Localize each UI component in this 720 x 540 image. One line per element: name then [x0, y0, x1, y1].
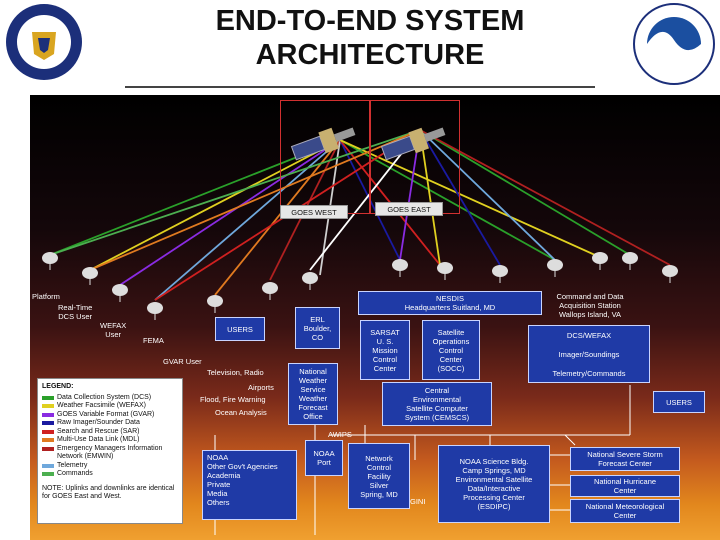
- flood-warning-label: Flood, Fire Warning: [200, 395, 266, 404]
- wallops-label: Command and Data Acquisition Station Wal…: [556, 292, 624, 319]
- users-right-box: USERS: [653, 391, 705, 413]
- imager-soundings-label: Imager/Soundings: [558, 349, 620, 359]
- antenna-icon: [42, 252, 58, 270]
- wallops-box: DCS/WEFAX Imager/Soundings Telemetry/Com…: [528, 325, 650, 383]
- legend-note: NOTE: Uplinks and downlinks are identica…: [42, 484, 175, 501]
- legend-item-mdl: Multi-Use Data Link (MDL): [42, 436, 178, 445]
- antenna-icon: [662, 265, 678, 283]
- legend-item-gvar: GOES Variable Format (GVAR): [42, 411, 178, 420]
- airports-label: Airports: [248, 383, 274, 392]
- gvar-user-label: GVAR User: [163, 357, 202, 366]
- platform-label: Platform: [32, 292, 60, 301]
- antenna-icon: [262, 282, 278, 300]
- erl-box: ERL Boulder, CO: [295, 307, 340, 349]
- legend-item-sar: Search and Rescue (SAR): [42, 428, 178, 437]
- wefax-user-label: WEFAX User: [100, 321, 127, 339]
- architecture-diagram: GOES WEST GOES EAST Platform Real-Time D…: [30, 95, 720, 540]
- nesdis-box: NESDIS Headquarters Suitland, MD: [358, 291, 542, 315]
- realtime-dcs-user-label: Real-Time DCS User: [58, 303, 93, 321]
- legend-item-emwin: Emergency Managers Information Network (…: [42, 445, 178, 462]
- noaa-port-box: NOAA Port: [305, 440, 343, 476]
- page-title: END-TO-END SYSTEM ARCHITECTURE: [140, 4, 600, 72]
- commerce-seal-icon: [6, 4, 82, 80]
- legend-item-dcs: Data Collection System (DCS): [42, 394, 178, 403]
- sarsat-box: SARSAT U. S. Mission Control Center: [360, 320, 410, 380]
- header: END-TO-END SYSTEM ARCHITECTURE: [0, 0, 720, 92]
- antenna-icon: [592, 252, 608, 270]
- nssfc-box: National Severe Storm Forecast Center: [570, 447, 680, 471]
- tv-radio-label: Television, Radio: [207, 368, 264, 377]
- legend-item-commands: Commands: [42, 470, 178, 479]
- soc-box: Satellite Operations Control Center (SOC…: [422, 320, 480, 380]
- users-top-box: USERS: [215, 317, 265, 341]
- antenna-icon: [82, 267, 98, 285]
- legend-title: LEGEND:: [42, 383, 74, 390]
- noaa-logo-icon: [633, 3, 715, 85]
- antenna-icon: [437, 262, 453, 280]
- science-bldg-box: NOAA Science Bldg. Camp Springs, MD Envi…: [438, 445, 550, 523]
- awips-label: AWIPS: [328, 430, 352, 439]
- antenna-icon: [207, 295, 223, 313]
- antenna-icon: [492, 265, 508, 283]
- legend: LEGEND: Data Collection System (DCS) Wea…: [37, 378, 183, 524]
- fema-label: FEMA: [143, 336, 164, 345]
- title-line-2: ARCHITECTURE: [255, 39, 485, 71]
- ocean-analysis-label: Ocean Analysis: [215, 408, 267, 417]
- telemetry-commands-label: Telemetry/Commands: [552, 368, 626, 378]
- cemscs-box: Central Environmental Satellite Computer…: [382, 382, 492, 426]
- noaa-agencies-box: NOAA Other Gov't Agencies Academia Priva…: [202, 450, 297, 520]
- title-line-1: END-TO-END SYSTEM: [215, 5, 525, 37]
- legend-item-raw: Raw Imager/Sounder Data: [42, 419, 178, 428]
- antenna-icon: [112, 284, 128, 302]
- legend-item-telemetry: Telemetry: [42, 462, 178, 471]
- goes-east-satellite-icon: [380, 127, 446, 161]
- antenna-icon: [392, 259, 408, 277]
- antenna-icon: [622, 252, 638, 270]
- title-underline: [125, 86, 595, 88]
- goes-west-label: GOES WEST: [280, 205, 348, 219]
- goes-west-satellite-icon: [290, 127, 356, 161]
- antenna-icon: [547, 259, 563, 277]
- goes-east-label: GOES EAST: [375, 202, 443, 216]
- gini-label: GINI: [410, 497, 426, 506]
- nhc-box: National Hurricane Center: [570, 475, 680, 497]
- legend-item-wefax: Weather Facsimile (WEFAX): [42, 402, 178, 411]
- nws-box: National Weather Service Weather Forecas…: [288, 363, 338, 425]
- network-control-box: Network Control Facility Silver Spring, …: [348, 443, 410, 509]
- antenna-icon: [302, 272, 318, 290]
- nmc-box: National Meteorological Center: [570, 499, 680, 523]
- dcs-wefax-label: DCS/WEFAX: [566, 330, 612, 340]
- antenna-icon: [147, 302, 163, 320]
